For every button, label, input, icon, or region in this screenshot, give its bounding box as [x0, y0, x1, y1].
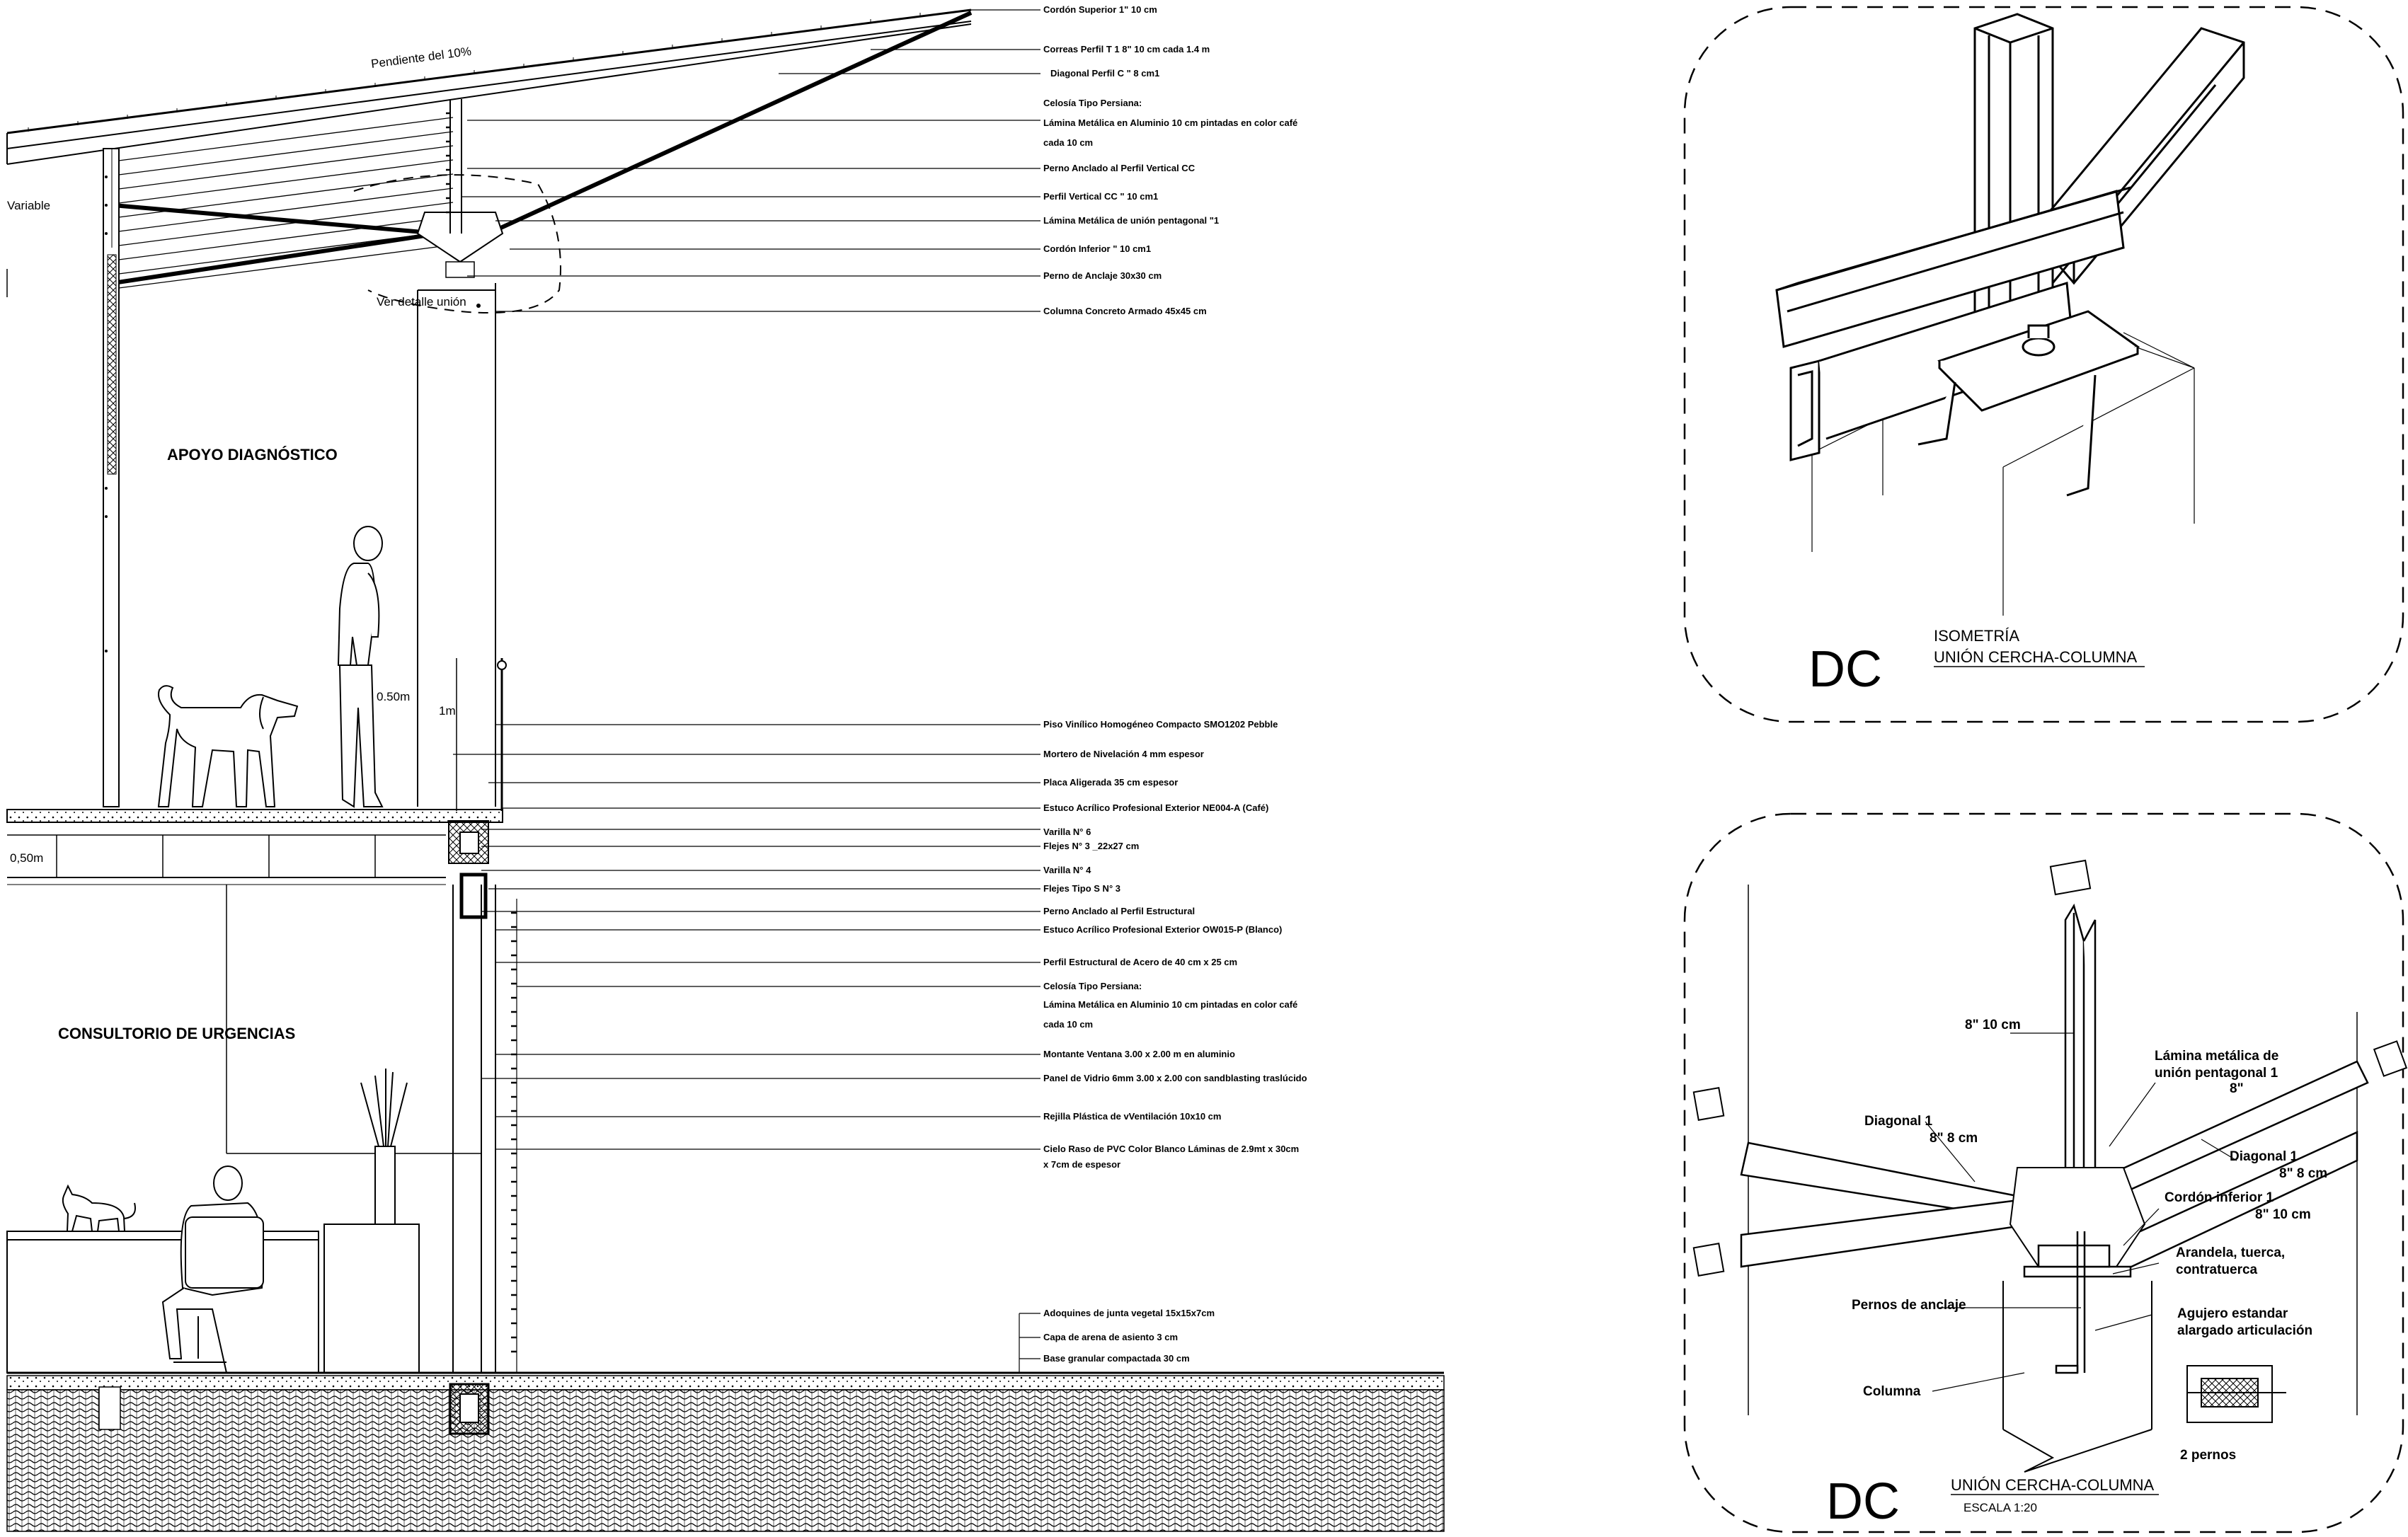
label-arandela-2: contratuerca — [2176, 1262, 2258, 1277]
callout: Lámina Metálica de unión pentagonal "1 — [1043, 215, 1219, 226]
callout: Varilla N° 6 — [1043, 827, 1091, 837]
seated-person-figure — [161, 1165, 264, 1374]
callout: Perno Anclado al Perfil Vertical CC — [1043, 163, 1196, 173]
section-callouts: Cordón Superior 1" 10 cm Correas Perfil … — [1043, 4, 1307, 1364]
roof-top-line — [6, 8, 972, 134]
callout: Perno Anclado al Perfil Estructural — [1043, 906, 1195, 916]
label-agujero-1: Agujero estandar — [2177, 1306, 2288, 1321]
callout: Montante Ventana 3.00 x 2.00 m en alumin… — [1043, 1049, 1235, 1059]
callout: Celosía Tipo Persiana: — [1043, 981, 1142, 991]
label-columna: Columna — [1863, 1384, 1921, 1399]
upper-room-shell — [417, 283, 496, 807]
person-standing-figure — [337, 526, 384, 808]
dim-050-upper: 0.50m — [377, 690, 410, 703]
label-diag-left-2: 8" 8 cm — [1930, 1131, 1978, 1146]
detail-elev-code: DC — [1826, 1473, 1900, 1530]
label-lamina-1: Lámina metálica de — [2155, 1049, 2278, 1064]
callout: Cielo Raso de PVC Color Blanco Láminas d… — [1043, 1144, 1299, 1154]
room-label-consultorio: CONSULTORIO DE URGENCIAS — [58, 1025, 295, 1042]
building-section: Pendiente del 10% Ver detalle unión — [6, 4, 1445, 1532]
dog-figure — [157, 685, 299, 807]
callout: Cordón Superior 1" 10 cm — [1043, 4, 1157, 15]
room-label-apoyo: APOYO DIAGNÓSTICO — [167, 446, 338, 464]
label-arandela-1: Arandela, tuerca, — [2176, 1245, 2285, 1260]
label-dos-pernos: 2 pernos — [2180, 1448, 2236, 1463]
detail-isometric-panel: DC ISOMETRÍA UNIÓN CERCHA-COLUMNA — [1683, 6, 2404, 723]
callout: Perfil Vertical CC " 10 cm1 — [1043, 191, 1158, 202]
callout: Lámina Metálica en Aluminio 10 cm pintad… — [1043, 117, 1297, 128]
label-agujero-2: alargado articulación — [2177, 1323, 2312, 1338]
detail-iso-title-1: ISOMETRÍA — [1934, 627, 2019, 645]
label-cordon-1: Cordón inferior 1 — [2165, 1190, 2274, 1205]
detail-elevation-panel: 8" 10 cm Lámina metálica de unión pentag… — [1683, 812, 2408, 1533]
callout: Panel de Vidrio 6mm 3.00 x 2.00 con sand… — [1043, 1073, 1307, 1083]
callout: Estuco Acrílico Profesional Exterior NE0… — [1043, 802, 1268, 813]
callout: Capa de arena de asiento 3 cm — [1043, 1332, 1178, 1342]
callout: Perno de Anclaje 30x30 cm — [1043, 270, 1162, 281]
callout: Mortero de Nivelación 4 mm espesor — [1043, 749, 1204, 759]
callout: Correas Perfil T 1 8" 10 cm cada 1.4 m — [1043, 44, 1210, 54]
callout: x 7cm de espesor — [1043, 1159, 1120, 1170]
slope-label: Pendiente del 10% — [370, 45, 472, 71]
detail-elev-scale: ESCALA 1:20 — [1963, 1501, 2037, 1514]
callout: Piso Vinílico Homogéneo Compacto SMO1202… — [1043, 719, 1278, 730]
callout: Flejes Tipo S N° 3 — [1043, 883, 1120, 894]
callout: Rejilla Plástica de vVentilación 10x10 c… — [1043, 1111, 1221, 1122]
label-lamina-2: unión pentagonal 1 — [2155, 1066, 2278, 1081]
callout: Columna Concreto Armado 45x45 cm — [1043, 306, 1207, 316]
label-diag-right-1: Diagonal 1 — [2230, 1149, 2298, 1164]
label-lamina-3: 8" — [2230, 1081, 2244, 1096]
callout: cada 10 cm — [1043, 137, 1093, 148]
label-pernos: Pernos de anclaje — [1852, 1298, 1966, 1313]
callout: Estuco Acrílico Profesional Exterior OW0… — [1043, 924, 1282, 935]
callout: Placa Aligerada 35 cm espesor — [1043, 777, 1178, 788]
ground-floor — [6, 1371, 1445, 1532]
detail-iso-code: DC — [1808, 641, 1882, 698]
detail-elev-title: UNIÓN CERCHA-COLUMNA — [1951, 1476, 2155, 1494]
cat-figure — [62, 1184, 136, 1232]
roof-top-chord — [6, 23, 972, 165]
label-cordon-2: 8" 10 cm — [2255, 1207, 2311, 1222]
dim-1m: 1m — [439, 704, 456, 718]
callout: Perfil Estructural de Acero de 40 cm x 2… — [1043, 957, 1237, 967]
detail-iso-title-2: UNIÓN CERCHA-COLUMNA — [1934, 648, 2138, 666]
callout: Varilla N° 4 — [1043, 865, 1091, 875]
callout: Flejes N° 3 _22x27 cm — [1043, 841, 1139, 851]
label-vertical-dim: 8" 10 cm — [1965, 1018, 2021, 1032]
label-diag-right-2: 8" 8 cm — [2279, 1166, 2327, 1181]
callout: Celosía Tipo Persiana: — [1043, 98, 1142, 108]
label-diag-left-1: Diagonal 1 — [1864, 1114, 1933, 1129]
upper-floor-slab — [6, 809, 503, 919]
dim-050-left: 0,50m — [10, 851, 43, 865]
callout: Base granular compactada 30 cm — [1043, 1353, 1190, 1364]
callout: Adoquines de junta vegetal 15x15x7cm — [1043, 1308, 1215, 1318]
left-upper-column — [103, 148, 120, 807]
ver-detalle-label: Ver detalle unión — [377, 295, 466, 309]
callout: Cordón Inferior " 10 cm1 — [1043, 243, 1151, 254]
callout: Lámina Metálica en Aluminio 10 cm pintad… — [1043, 999, 1297, 1010]
upper-louver-column — [446, 99, 462, 234]
callout: cada 10 cm — [1043, 1019, 1093, 1030]
detail-callout-loop — [353, 174, 561, 313]
callout: Diagonal Perfil C " 8 cm1 — [1050, 68, 1159, 79]
variable-label: Variable — [7, 199, 50, 212]
